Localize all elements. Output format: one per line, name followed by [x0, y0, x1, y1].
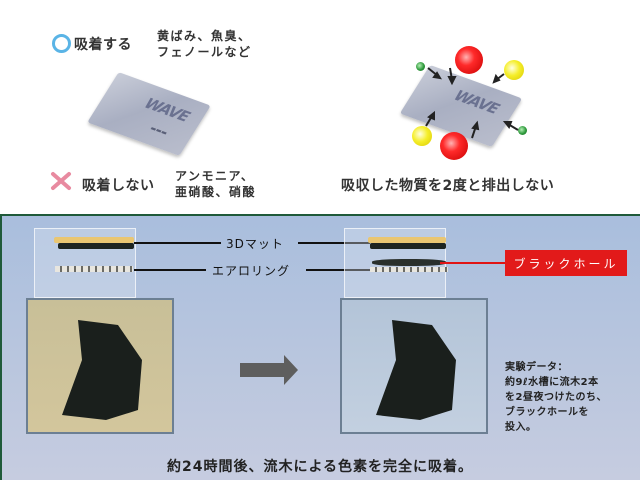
experiment-note-line: 投入。: [505, 422, 537, 433]
packet-small-text: ▬▬▬: [148, 124, 169, 137]
3d-mat-label: 3Dマット: [226, 237, 284, 251]
wave-packet-image: WAVE ▬▬▬: [87, 72, 211, 156]
blackhole-pointer-line: [440, 262, 505, 264]
aero-ring-image: [370, 267, 448, 272]
blackhole-label: ブラックホール: [505, 250, 627, 276]
experiment-note-line: 約9ℓ水槽に流木2本: [505, 377, 599, 388]
not-adsorbs-examples-line1: アンモニア、: [175, 169, 255, 183]
cross-icon: [51, 172, 71, 190]
green-molecule-icon: [518, 126, 527, 135]
aero-ring-image: [55, 266, 133, 272]
mat-pointer-line: [298, 242, 370, 244]
tank-after-image: [340, 298, 488, 434]
result-caption: 約24時間後、流木による色素を完全に吸着。: [166, 459, 474, 475]
3d-mat-image: [370, 243, 446, 249]
adsorbs-examples: 黄ばみ、魚臭、 フェノールなど: [157, 28, 252, 60]
green-molecule-icon: [416, 62, 425, 71]
arrows-icon: [425, 67, 519, 139]
red-molecule-icon: [455, 46, 483, 74]
yellow-molecule-icon: [504, 60, 524, 80]
adsorbs-examples-line2: フェノールなど: [157, 45, 252, 59]
adsorbs-examples-line1: 黄ばみ、魚臭、: [157, 29, 252, 43]
not-adsorbs-examples: アンモニア、 亜硝酸、硝酸: [175, 168, 256, 200]
circle-icon: [52, 34, 71, 53]
blackhole-image: [372, 259, 446, 266]
3d-mat-image: [58, 243, 134, 249]
absorption-illustration: WAVE: [390, 40, 540, 160]
packet-logo: WAVE: [141, 94, 193, 126]
red-molecule-icon: [440, 132, 468, 160]
yellow-molecule-icon: [412, 126, 432, 146]
mat-pointer-line: [134, 242, 221, 244]
aero-ring-label: エアロリング: [212, 264, 291, 278]
ring-pointer-line: [134, 269, 206, 271]
driftwood-image: [376, 320, 456, 420]
experiment-note: 実験データ： 約9ℓ水槽に流木2本 を2昼夜つけたのち、 ブラックホールを 投入…: [505, 360, 607, 435]
3d-mat-image: [54, 237, 134, 243]
3d-mat-image: [368, 237, 446, 243]
not-adsorbs-label: 吸着しない: [82, 178, 155, 194]
experiment-note-line: を2昼夜つけたのち、: [505, 392, 607, 403]
not-adsorbs-examples-line2: 亜硝酸、硝酸: [175, 185, 257, 199]
experiment-note-title: 実験データ：: [505, 362, 568, 373]
driftwood-image: [62, 320, 142, 420]
no-release-caption: 吸収した物質を2度と排出しない: [341, 178, 555, 194]
experiment-note-line: ブラックホールを: [505, 407, 589, 418]
arrow-right-icon: [284, 355, 298, 385]
arrow-right-icon: [240, 363, 285, 377]
adsorbs-label: 吸着する: [74, 37, 132, 53]
tank-before-image: [26, 298, 174, 434]
ring-pointer-line: [306, 269, 370, 271]
